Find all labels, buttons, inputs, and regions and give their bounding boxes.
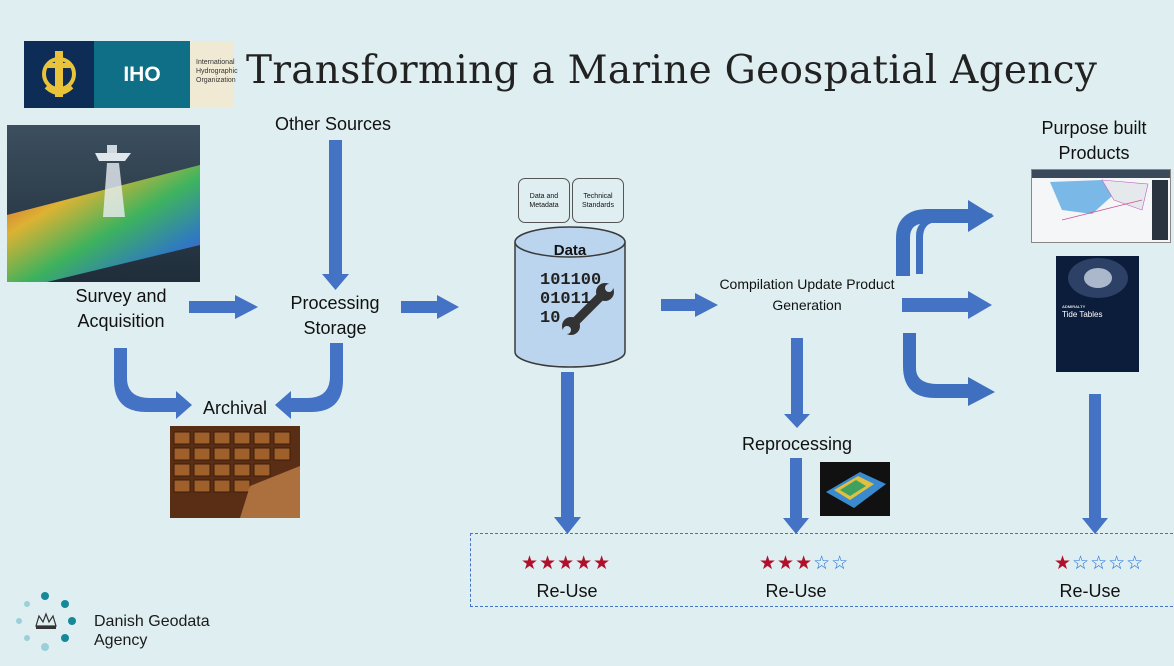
archival-image <box>170 426 300 518</box>
tide-brand: ADMIRALTY <box>1062 304 1086 309</box>
technical-standards-label: Technical Standards <box>582 192 614 209</box>
reuse-region <box>470 533 1173 607</box>
stars-rating-2: ★★★☆☆ <box>759 553 850 574</box>
stars-rating-1: ★★★★★ <box>521 553 612 574</box>
arrow-compilation-to-reprocessing <box>784 338 810 428</box>
data-cylinder <box>513 226 627 368</box>
arrow-survey-to-processing <box>189 295 258 319</box>
binary-row: 01011 <box>540 290 592 309</box>
arrow-products-to-reuse <box>1082 394 1108 534</box>
binary-digits: 101100 01011 10 <box>540 271 610 328</box>
top-curve-arrow <box>896 200 994 276</box>
compilation-label: Compilation Update Product Generation <box>719 276 895 313</box>
arrow-reprocessing-to-reuse <box>783 458 809 534</box>
binary-row: 10 <box>540 309 561 328</box>
iho-logo: IHO International Hydrographic Organizat… <box>24 41 238 108</box>
iho-emblem-icon <box>24 41 94 108</box>
data-metadata-standard: Data and Metadata <box>518 178 570 223</box>
chart-product-image <box>1031 169 1171 243</box>
dga-crown-icon <box>16 592 76 651</box>
tide-title: Tide Tables <box>1062 310 1103 319</box>
archival-label: Archival <box>202 398 268 418</box>
binary-row: 101100 <box>540 271 602 290</box>
reprocessing-image <box>820 462 890 516</box>
iho-acronym: IHO <box>94 41 190 108</box>
purpose-built-label: Purpose built Products <box>1041 118 1147 163</box>
arrow-other-to-processing <box>322 140 349 290</box>
reuse-label-2: Re-Use <box>765 581 827 601</box>
arrow-compilation-to-product <box>902 291 992 319</box>
reprocessing-label: Reprocessing <box>741 434 853 454</box>
wrench-icon <box>562 283 614 335</box>
arrow-processing-to-archival <box>275 343 343 419</box>
arrow-processing-to-data <box>401 295 459 319</box>
processing-storage-label: Processing Storage <box>290 293 380 338</box>
stars-rating-3: ★☆☆☆☆ <box>1054 553 1145 574</box>
arrow-survey-to-archival <box>114 348 192 419</box>
tide-tables-image: ADMIRALTY Tide Tables <box>1056 256 1139 372</box>
arrow-data-to-compilation <box>661 293 718 317</box>
data-metadata-label: Data and Metadata <box>529 192 559 209</box>
survey-image <box>7 125 200 282</box>
dga-name: Danish Geodata Agency <box>94 613 210 649</box>
slide-title: Transforming a Marine Geospatial Agency <box>246 48 1098 93</box>
other-sources-label: Other Sources <box>274 114 392 134</box>
danish-geodata-agency-logo: Danish Geodata Agency <box>14 590 244 660</box>
arrow-data-to-reuse <box>554 372 581 534</box>
arrow-compilation-to-bottom-product <box>903 333 995 406</box>
survey-acquisition-label: Survey and Acquisition <box>75 286 167 331</box>
reuse-label-3: Re-Use <box>1059 581 1121 601</box>
technical-standard: Technical Standards <box>572 178 624 223</box>
reuse-label-1: Re-Use <box>536 581 598 601</box>
iho-organization-name: International Hydrographic Organization <box>196 59 238 84</box>
data-label: Data <box>553 242 587 259</box>
